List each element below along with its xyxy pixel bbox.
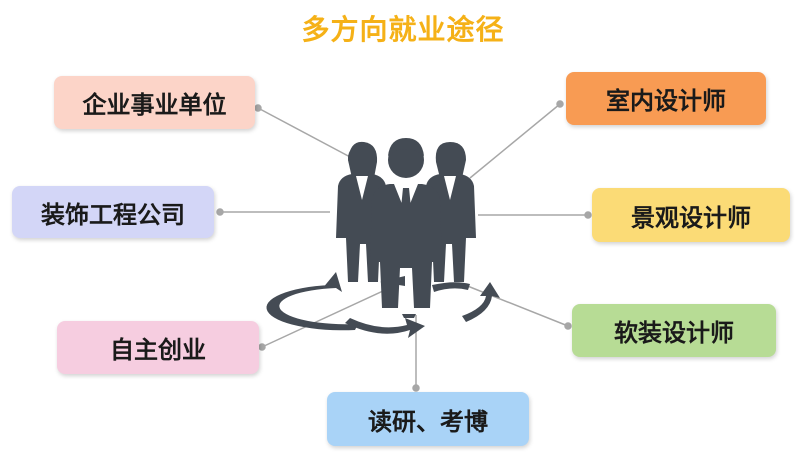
connector-dot-study — [412, 384, 420, 392]
box-landscape: 景观设计师 — [592, 188, 790, 242]
connector-dot-interior — [556, 100, 564, 108]
connector-startup — [261, 289, 386, 348]
connector-dot-soft — [564, 322, 572, 330]
box-decoration: 装饰工程公司 — [12, 186, 214, 238]
box-enterprise: 企业事业单位 — [54, 76, 255, 129]
connector-dot-decoration — [216, 208, 224, 216]
connector-enterprise — [257, 107, 353, 159]
connector-dot-enterprise — [254, 104, 262, 112]
connector-dot-startup — [258, 343, 266, 351]
box-study: 读研、考博 — [327, 392, 529, 446]
page-title: 多方向就业途径 — [301, 13, 505, 46]
box-startup: 自主创业 — [57, 321, 259, 374]
connector-interior — [469, 103, 561, 179]
connector-dot-landscape — [584, 211, 592, 219]
person-center-icon — [370, 138, 442, 318]
connector-soft — [464, 284, 569, 327]
box-soft: 软装设计师 — [572, 304, 776, 357]
box-interior: 室内设计师 — [566, 72, 766, 125]
